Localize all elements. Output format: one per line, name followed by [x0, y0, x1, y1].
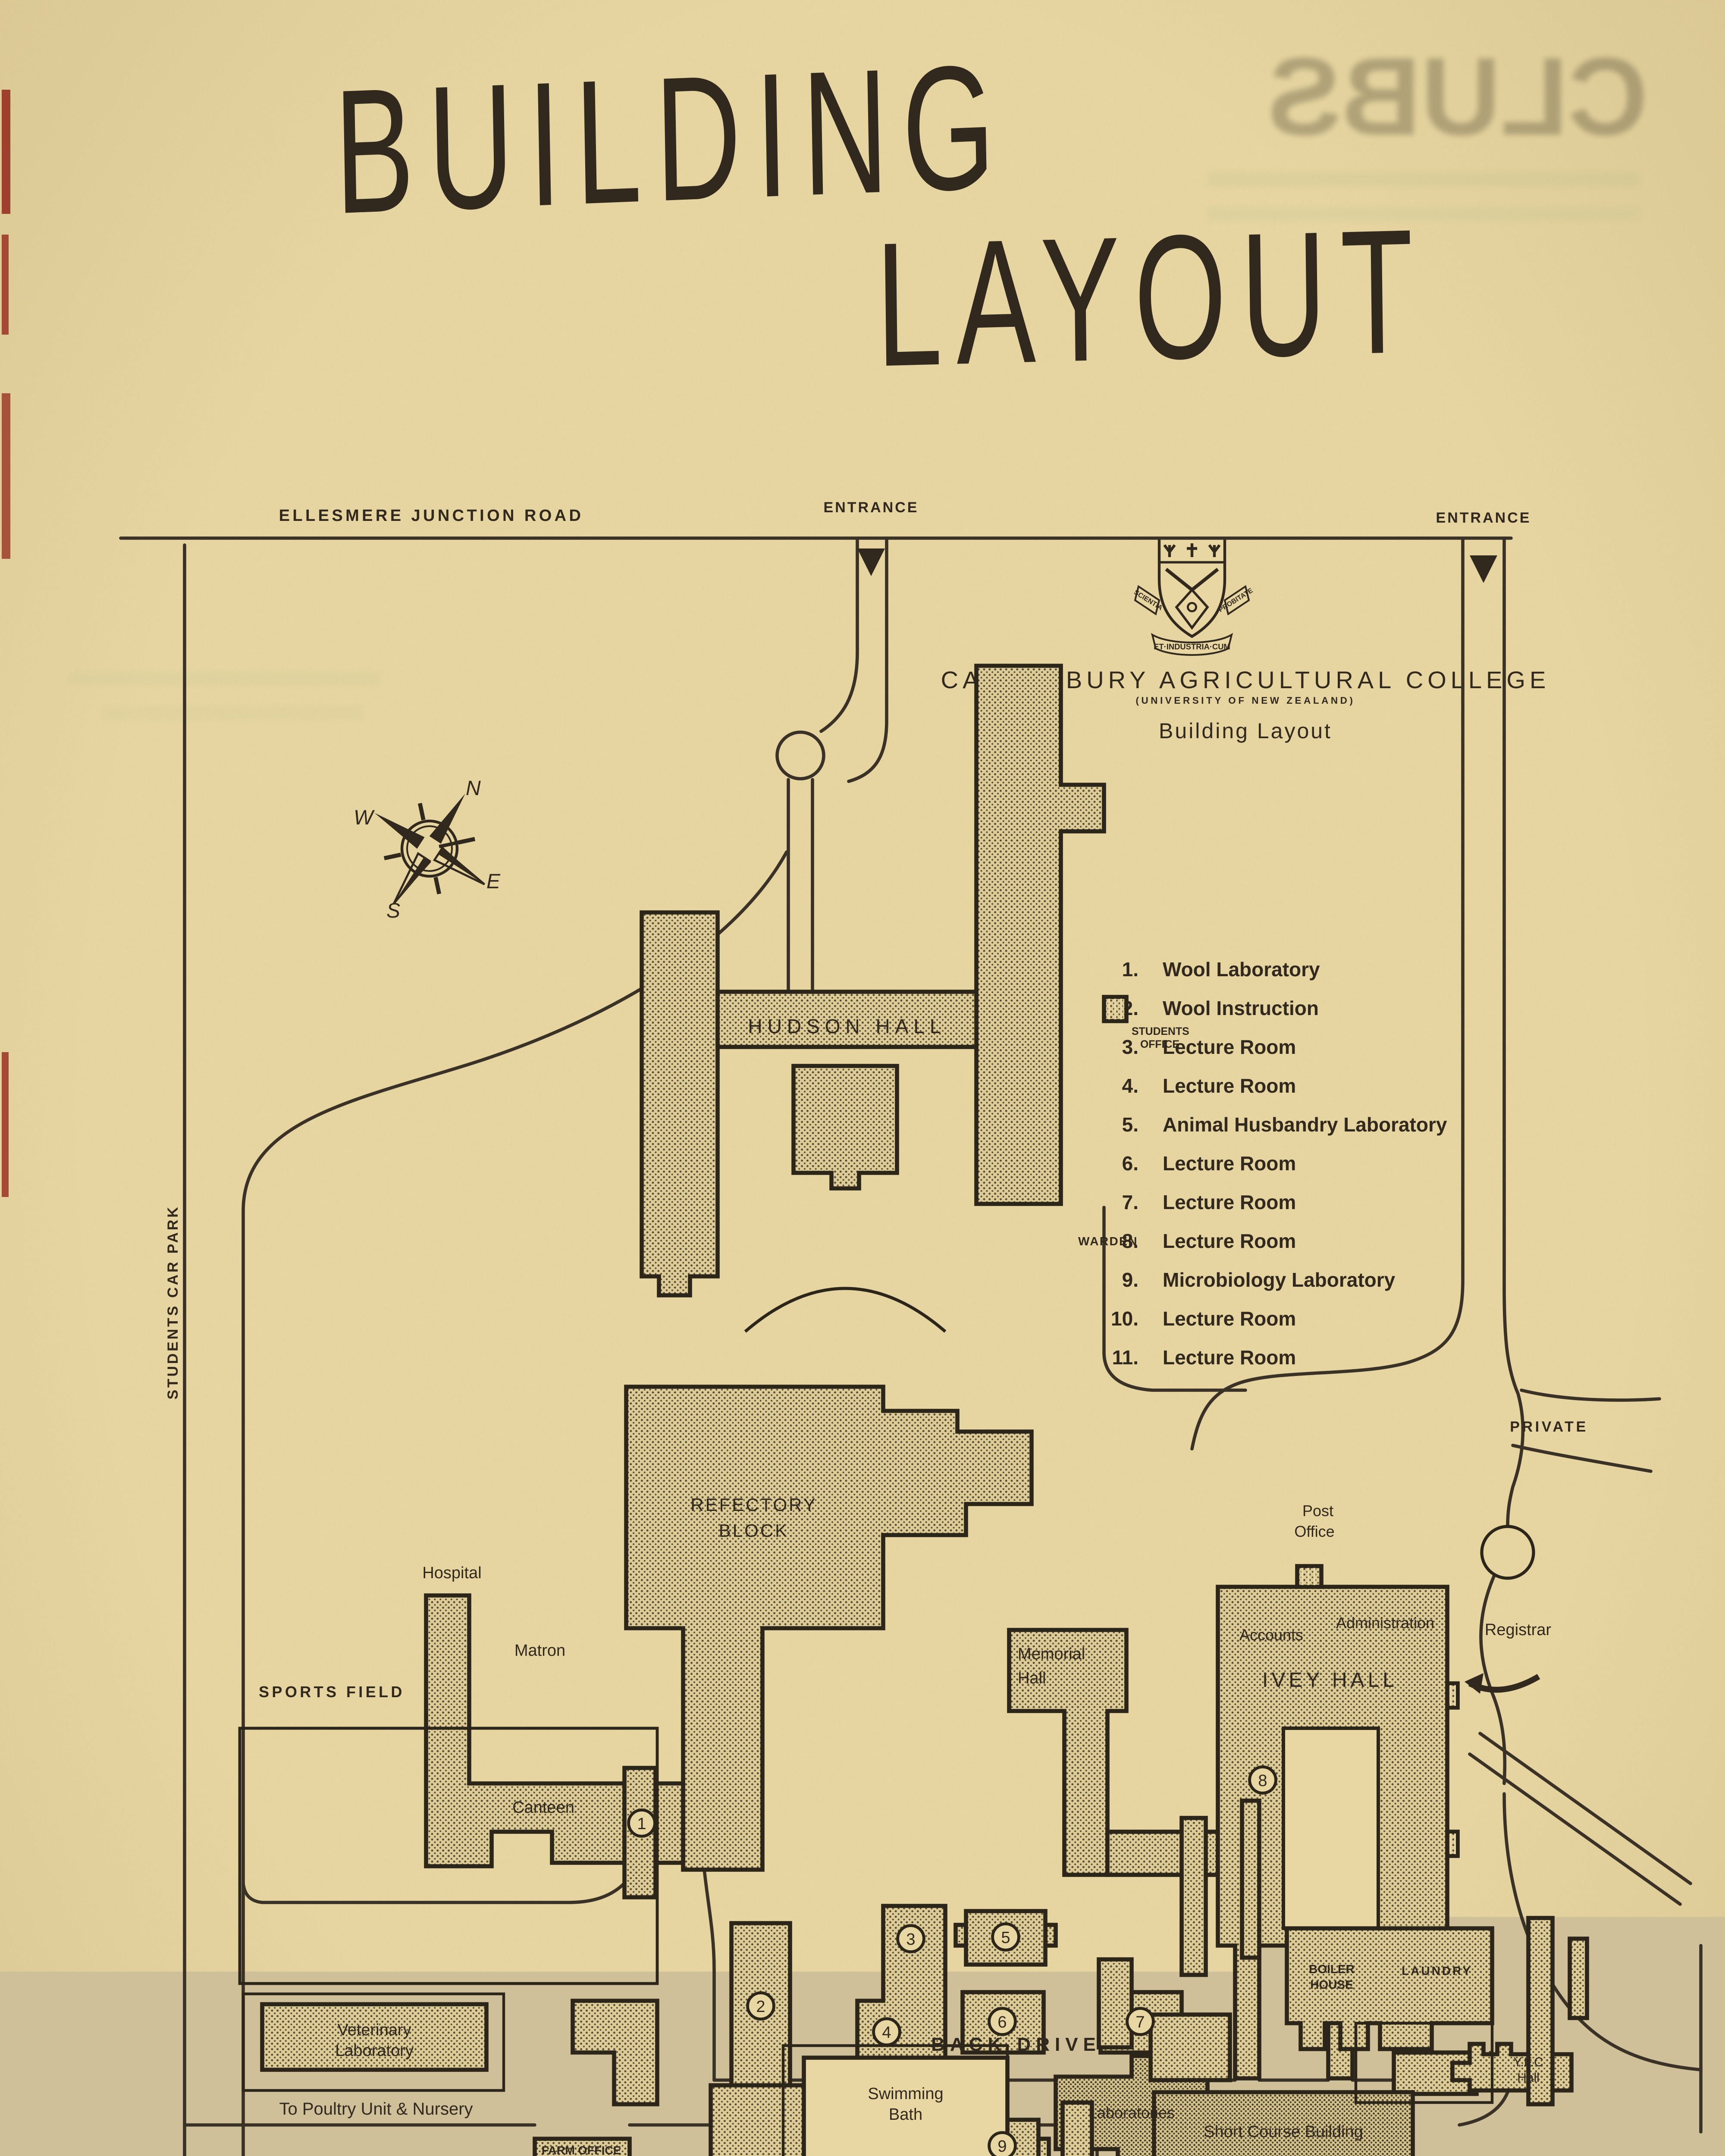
outbuilding	[1570, 1939, 1587, 2018]
marker-2-label: 2	[756, 1998, 765, 2016]
compass-w: W	[354, 806, 375, 829]
outbuilding	[1242, 1801, 1259, 1958]
marker-3: 3	[898, 1926, 924, 1952]
marker-5: 5	[993, 1924, 1019, 1950]
legend-item-8: Lecture Room	[1163, 1230, 1296, 1252]
matron-label: Matron	[514, 1642, 565, 1660]
legend-item-3: Lecture Room	[1163, 1036, 1296, 1058]
legend-item-9: Microbiology Laboratory	[1163, 1269, 1396, 1291]
marker-1: 1	[629, 1810, 655, 1836]
students-office-door-icon	[1104, 997, 1126, 1021]
legend-item-11: Lecture Room	[1163, 1346, 1296, 1369]
marker-6: 6	[989, 2009, 1016, 2035]
ivey-courtyard	[1283, 1728, 1378, 1928]
post-office-door-icon	[1297, 1566, 1321, 1587]
yfc-label-1: Y.F.C	[1513, 2055, 1543, 2069]
legend-num-11: 11.	[1112, 1346, 1138, 1369]
short-course-label: Short Course Building	[1204, 2123, 1363, 2141]
outbuilding	[1063, 2103, 1092, 2156]
crest-motto-bottom: ET·INDUSTRIA·CUM	[1154, 642, 1230, 651]
marker-8-label: 8	[1258, 1772, 1267, 1790]
hudson-hall-label: HUDSON HALL	[748, 1015, 946, 1037]
memorial-label-1: Memorial	[1018, 1645, 1085, 1663]
yfc-label-2: Hall	[1517, 2071, 1540, 2085]
warden-label: WARDEN	[1078, 1235, 1138, 1248]
legend-num-5: 5.	[1122, 1113, 1138, 1136]
compass-s: S	[386, 899, 400, 922]
marker-9-label: 9	[997, 2137, 1007, 2156]
legend-item-7: Lecture Room	[1163, 1191, 1296, 1213]
laboratories-label: Laboratories	[1088, 2104, 1175, 2122]
legend-num-6: 6.	[1122, 1152, 1138, 1175]
laundry-label: LAUNDRY	[1402, 1964, 1472, 1977]
marker-8: 8	[1250, 1767, 1276, 1793]
refectory-label-1: REFECTORY	[690, 1495, 817, 1515]
building-hudson-centre-block	[794, 1066, 897, 1188]
map-subtitle: Building Layout	[1159, 719, 1332, 743]
legend-num-4: 4.	[1122, 1075, 1138, 1097]
page-title-line2: LAYOUT	[875, 192, 1428, 404]
swimming-bath-label-1: Swimming	[868, 2085, 943, 2103]
legend-num-9: 9.	[1122, 1269, 1138, 1291]
farm-office-label: FARM OFFICE	[542, 2143, 621, 2156]
boiler-house-label-2: HOUSE	[1310, 1978, 1353, 1991]
entrance2-label: ENTRANCE	[1436, 510, 1531, 526]
ellesmere-road-label: ELLESMERE JUNCTION ROAD	[279, 507, 584, 525]
legend-item-6: Lecture Room	[1163, 1152, 1296, 1175]
memorial-label-2: Hall	[1018, 1669, 1046, 1687]
outbuilding	[1182, 1818, 1206, 1975]
boiler-house-label-1: BOILER	[1309, 1962, 1355, 1976]
compass-n: N	[466, 777, 481, 800]
college-subname: (UNIVERSITY OF NEW ZEALAND)	[1135, 695, 1355, 706]
accounts-label: Accounts	[1239, 1626, 1303, 1644]
marker-9: 9	[989, 2133, 1016, 2156]
legend-num-1: 1.	[1122, 958, 1138, 981]
building-hudson-left-wing	[642, 912, 718, 1295]
marker-6-label: 6	[997, 2013, 1007, 2031]
legend-item-1: Wool Laboratory	[1163, 958, 1320, 981]
canteen-label: Canteen	[512, 1799, 574, 1817]
outbuilding	[1099, 1959, 1132, 2047]
refectory-label-2: BLOCK	[719, 1520, 789, 1541]
veterinary-label-2: Laboratory	[335, 2042, 414, 2060]
sports-field-label: SPORTS FIELD	[259, 1683, 405, 1701]
marker-1-label: 1	[637, 1815, 646, 1833]
legend-item-2: Wool Instruction	[1163, 997, 1319, 1019]
legend-item-5: Animal Husbandry Laboratory	[1163, 1113, 1447, 1136]
students-office-label-2: OFFICE	[1140, 1039, 1179, 1050]
students-car-park-label: STUDENTS CAR PARK	[165, 1205, 181, 1399]
outbuilding	[1151, 2015, 1230, 2080]
marker-3-label: 3	[906, 1930, 915, 1949]
veterinary-label-1: Veterinary	[337, 2021, 411, 2039]
legend-num-10: 10.	[1111, 1307, 1138, 1330]
marker-4-label: 4	[882, 2024, 891, 2042]
administration-label: Administration	[1336, 1614, 1434, 1632]
marker-7: 7	[1127, 2009, 1154, 2035]
swimming-bath-label-2: Bath	[889, 2106, 922, 2124]
marker-5-label: 5	[1001, 1929, 1010, 1947]
post-office-label-2: Office	[1294, 1523, 1334, 1540]
legend-num-7: 7.	[1122, 1191, 1138, 1213]
legend-item-10: Lecture Room	[1163, 1307, 1296, 1330]
registrar-label: Registrar	[1485, 1621, 1551, 1639]
legend-num-3: 3.	[1122, 1036, 1138, 1058]
marker-7-label: 7	[1135, 2013, 1145, 2031]
to-poultry-label: To Poultry Unit & Nursery	[279, 2100, 473, 2118]
back-drive-label: BACK DRIVE	[931, 2034, 1101, 2055]
compass-e: E	[486, 870, 501, 893]
entrance1-label: ENTRANCE	[824, 499, 919, 516]
post-office-label-1: Post	[1302, 1502, 1333, 1520]
marker-4: 4	[874, 2019, 900, 2045]
marker-2: 2	[748, 1993, 774, 2019]
students-office-label-1: STUDENTS	[1132, 1026, 1189, 1037]
hospital-label: Hospital	[422, 1564, 481, 1582]
private-label: PRIVATE	[1510, 1419, 1588, 1435]
ghost-clubs-text: CLUBS	[1267, 35, 1648, 158]
legend-item-4: Lecture Room	[1163, 1075, 1296, 1097]
ivey-hall-label: IVEY HALL	[1262, 1669, 1398, 1692]
